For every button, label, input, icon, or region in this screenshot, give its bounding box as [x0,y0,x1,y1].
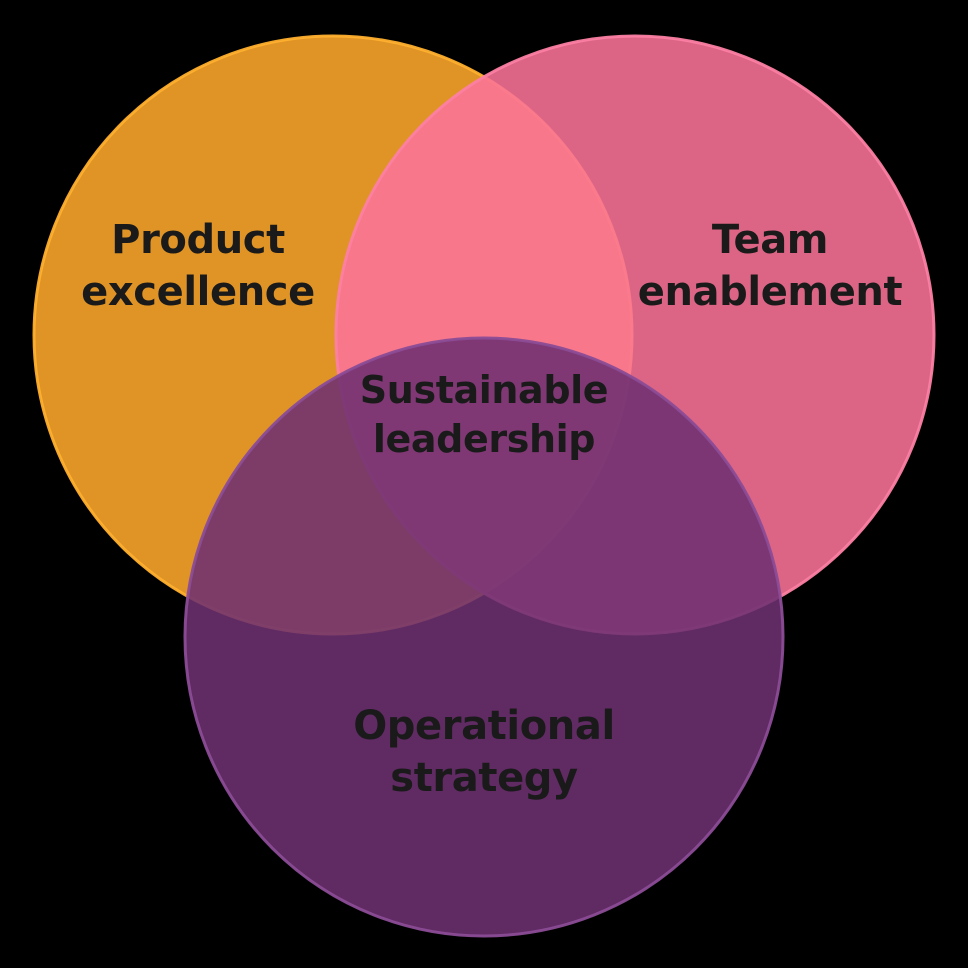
venn-circle-group [32,34,936,938]
venn-circle-operational-strategy[interactable] [183,336,785,938]
